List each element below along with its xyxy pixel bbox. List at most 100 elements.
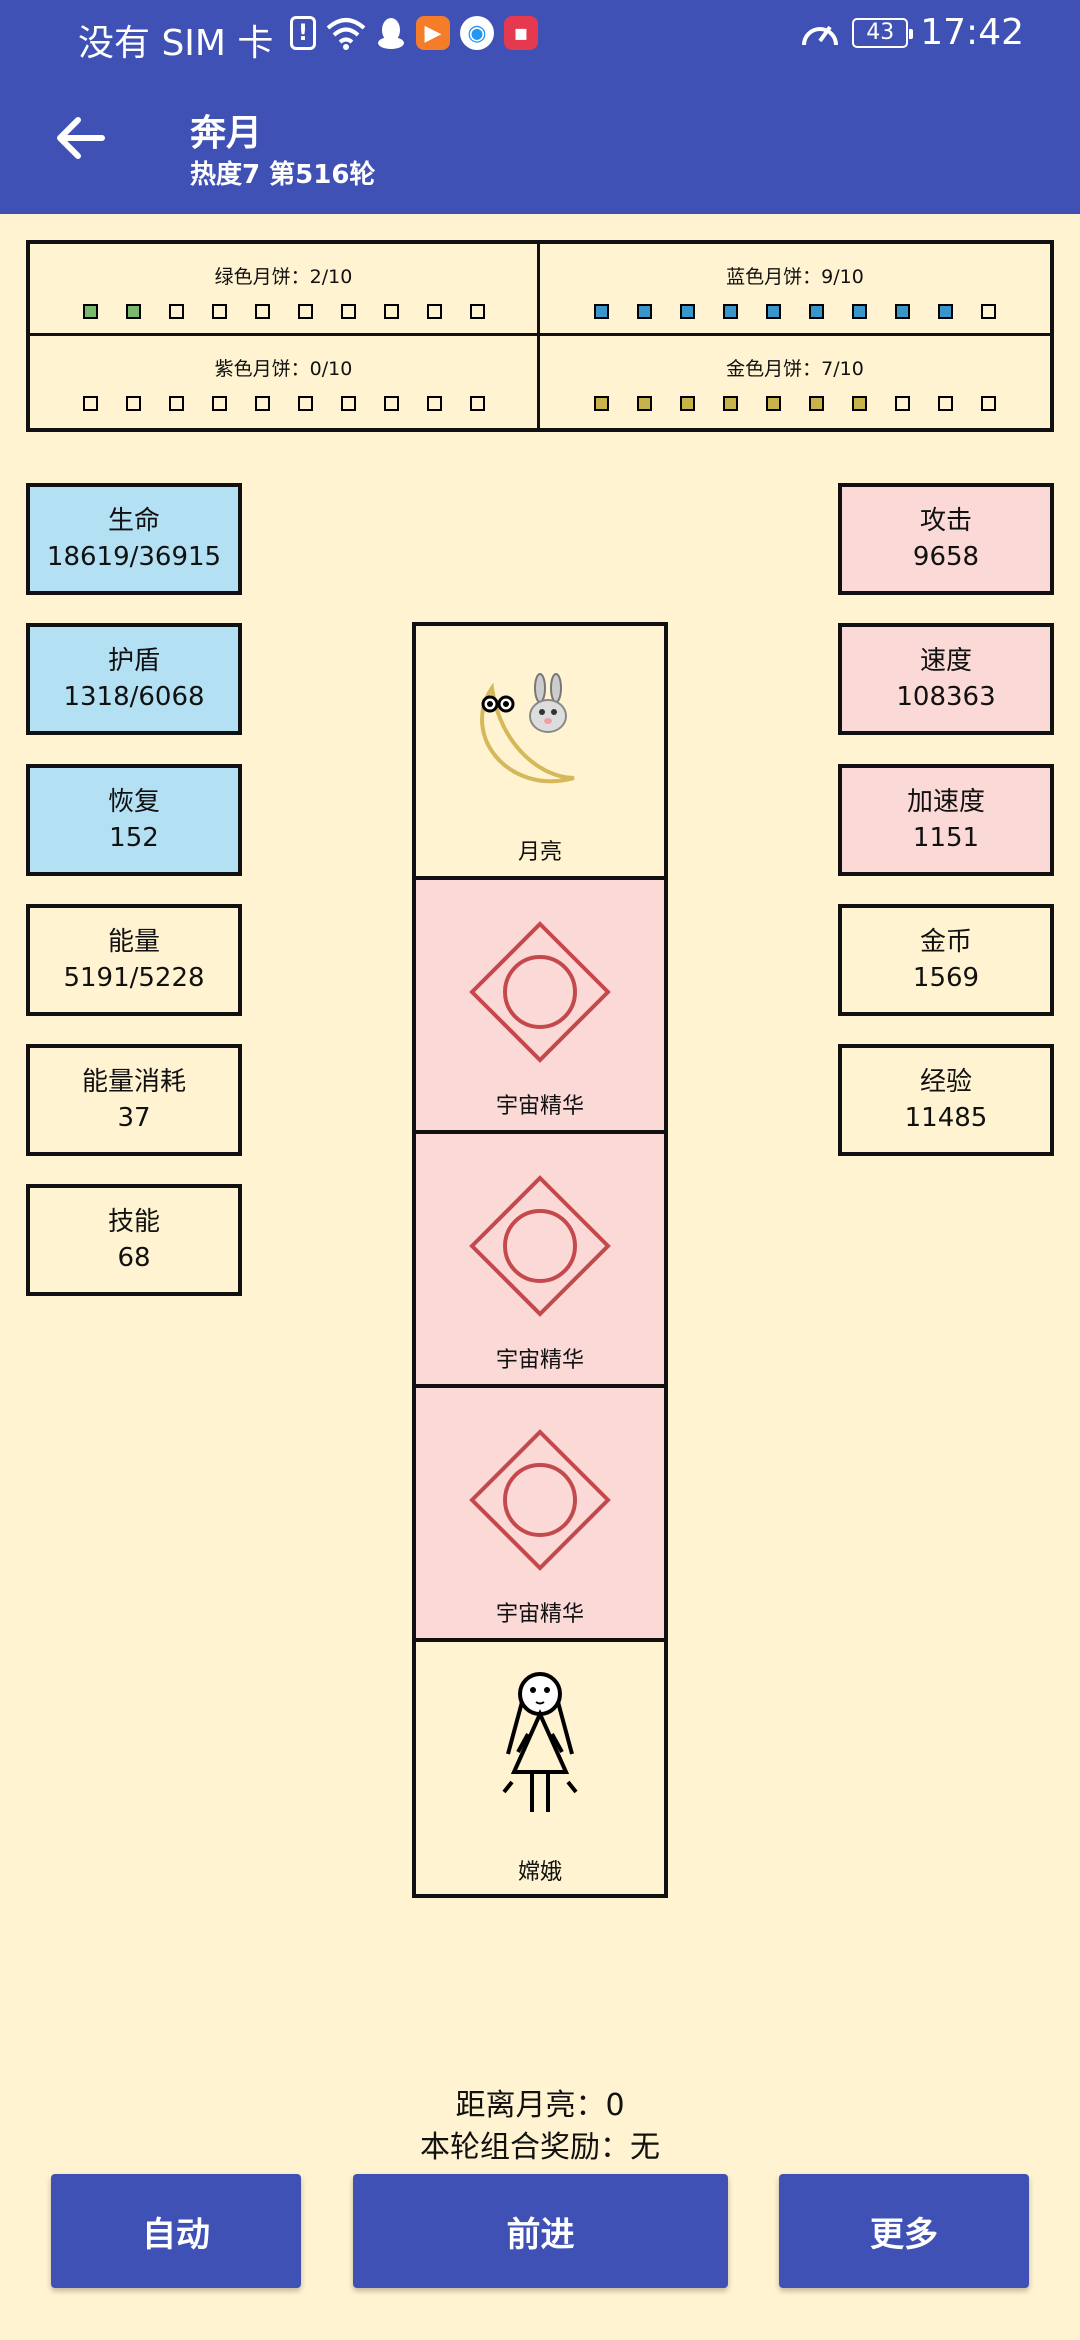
stat-name: 护盾 — [107, 646, 160, 676]
mooncake-dot — [594, 396, 609, 411]
speed-icon — [802, 25, 839, 45]
tile-label: 宇宙精华 — [495, 1348, 584, 1373]
track-tile-moon[interactable]: 月亮 — [416, 626, 664, 880]
moon-rabbit-icon — [480, 673, 575, 784]
mooncake-dot — [383, 396, 399, 411]
track-column: 月亮 宇宙精华 宇宙精华 宇宙精华 — [412, 622, 668, 1898]
stat-value: 9658 — [912, 542, 980, 572]
carrier-text: 没有 SIM 卡 — [78, 23, 274, 64]
distance-text: 距离月亮：0 — [455, 2088, 625, 2123]
track-tile-essence[interactable]: 宇宙精华 — [416, 1134, 664, 1388]
mooncake-dot — [168, 304, 184, 319]
stat-name: 速度 — [919, 646, 972, 676]
mooncake-cell-blue: 蓝色月饼：9/10 — [540, 244, 1050, 336]
mooncake-dot — [426, 304, 442, 319]
mooncake-dot — [211, 304, 227, 319]
stat-experience: 经验 11485 — [838, 1044, 1054, 1156]
mooncake-cell-gold: 金色月饼：7/10 — [540, 336, 1050, 428]
stat-gold: 金币 1569 — [838, 904, 1054, 1016]
mooncake-dot — [680, 396, 695, 411]
mooncake-dot — [297, 396, 313, 411]
mooncake-label: 紫色月饼：0/10 — [214, 358, 353, 380]
mooncake-dot — [297, 304, 313, 319]
mooncake-dot — [809, 396, 824, 411]
stat-value: 18619/36915 — [46, 542, 222, 572]
reward-text: 本轮组合奖励：无 — [420, 2130, 660, 2165]
tile-label: 宇宙精华 — [495, 1602, 584, 1627]
status-right: 43 17:42 — [800, 12, 1024, 53]
mooncake-dot — [981, 304, 996, 319]
mooncake-dot — [766, 396, 781, 411]
mooncake-dot — [125, 304, 141, 319]
stat-hp: 生命 18619/36915 — [26, 483, 242, 595]
mooncake-dot — [340, 396, 356, 411]
mooncake-dot — [637, 304, 652, 319]
mooncake-dot — [852, 304, 867, 319]
stat-attack: 攻击 9658 — [838, 483, 1054, 595]
mooncake-dots — [30, 304, 537, 319]
forward-button[interactable]: 前进 — [353, 2174, 728, 2288]
mooncake-label: 金色月饼：7/10 — [726, 358, 864, 380]
mooncake-label: 蓝色月饼：9/10 — [726, 266, 864, 288]
change-figure-icon — [502, 1672, 578, 1812]
stat-value: 1569 — [912, 963, 980, 993]
mooncake-dot — [594, 304, 609, 319]
mooncake-dot — [168, 396, 184, 411]
stat-name: 金币 — [919, 927, 972, 957]
tile-label: 月亮 — [517, 840, 562, 865]
mooncake-label: 绿色月饼：2/10 — [214, 266, 353, 288]
qq-icon — [378, 18, 404, 49]
stat-value: 1318/6068 — [63, 682, 205, 712]
stat-name: 技能 — [107, 1207, 160, 1237]
top-bar: 没有 SIM 卡 ! ▶ ◉ ▪ 43 17:42 — [0, 0, 1080, 214]
mooncake-dot — [254, 304, 270, 319]
mooncake-dot — [637, 396, 652, 411]
mooncake-dot — [426, 396, 442, 411]
auto-button[interactable]: 自动 — [51, 2174, 301, 2288]
stat-name: 能量消耗 — [81, 1067, 186, 1097]
cosmic-essence-icon — [469, 1429, 611, 1571]
cosmic-essence-icon — [469, 1175, 611, 1317]
huawei-app-icon: ▪ — [504, 16, 538, 50]
mooncake-dot — [383, 304, 399, 319]
app-bar: 奔月 热度7 第516轮 — [0, 72, 1080, 214]
stat-value: 5191/5228 — [63, 963, 205, 993]
mooncake-dot — [723, 396, 738, 411]
mooncake-dot — [82, 304, 98, 319]
stat-value: 108363 — [896, 682, 996, 712]
mooncake-dot — [340, 304, 356, 319]
mooncake-dot — [469, 396, 485, 411]
mooncake-dot — [852, 396, 867, 411]
track-tile-essence[interactable]: 宇宙精华 — [416, 1388, 664, 1642]
mooncake-cell-green: 绿色月饼：2/10 — [30, 244, 540, 336]
browser-app-icon: ◉ — [460, 16, 494, 50]
track-tile-player[interactable]: 嫦娥 — [416, 1642, 664, 1896]
stat-speed: 速度 108363 — [838, 623, 1054, 735]
tile-label: 嫦娥 — [517, 1860, 562, 1885]
track-tile-essence[interactable]: 宇宙精华 — [416, 880, 664, 1134]
cosmic-essence-icon — [469, 921, 611, 1063]
mooncake-dot — [938, 396, 953, 411]
stat-value: 11485 — [904, 1103, 988, 1133]
stat-energy-cost: 能量消耗 37 — [26, 1044, 242, 1156]
mooncake-dot — [938, 304, 953, 319]
status-icons: ! ▶ ◉ ▪ — [290, 16, 538, 50]
mooncake-dot — [766, 304, 781, 319]
back-arrow-icon[interactable] — [54, 112, 106, 164]
stat-name: 能量 — [107, 927, 160, 957]
mooncake-dot — [254, 396, 270, 411]
wifi-icon — [326, 18, 366, 50]
tile-label: 宇宙精华 — [495, 1094, 584, 1119]
mooncake-dot — [469, 304, 485, 319]
stat-recovery: 恢复 152 — [26, 764, 242, 876]
stat-name: 恢复 — [107, 787, 160, 817]
mooncake-dot — [125, 396, 141, 411]
battery-icon: 43 — [852, 17, 914, 48]
stat-name: 攻击 — [919, 506, 972, 536]
stat-name: 经验 — [919, 1067, 972, 1097]
mooncake-dot — [895, 396, 910, 411]
video-app-icon: ▶ — [416, 16, 450, 50]
more-button[interactable]: 更多 — [779, 2174, 1029, 2288]
stat-shield: 护盾 1318/6068 — [26, 623, 242, 735]
mooncake-panel: 绿色月饼：2/10 蓝色月饼：9/10 紫色月饼：0/10 金色月饼：7/10 — [26, 240, 1054, 432]
